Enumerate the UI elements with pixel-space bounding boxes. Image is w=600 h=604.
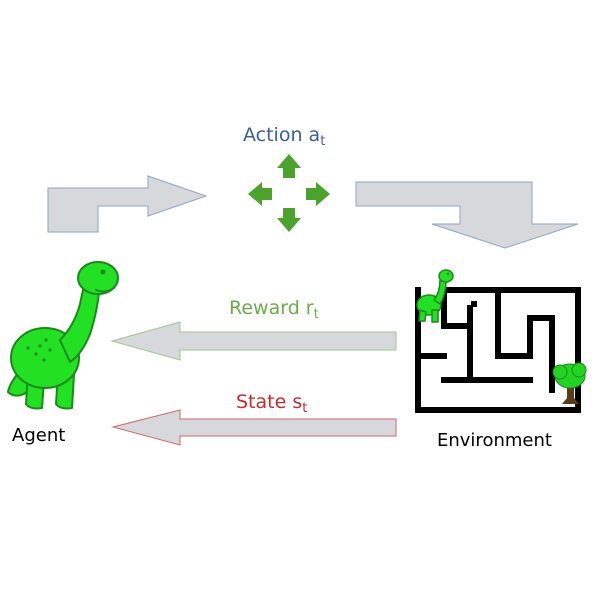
state-label-subscript: t	[302, 401, 308, 416]
tree-trunk	[567, 380, 574, 404]
dinosaur-icon	[7, 261, 119, 410]
action-label-subscript: t	[320, 134, 326, 149]
tree-roots	[562, 398, 579, 404]
tree-icon	[552, 362, 587, 404]
environment-label: Environment	[437, 430, 552, 451]
state-label: State st	[236, 391, 308, 416]
reward-label-text: Reward r	[229, 297, 314, 319]
small-dinosaur-icon	[416, 269, 454, 323]
state-arrow	[111, 409, 397, 446]
maze-walls	[415, 287, 581, 413]
action-label: Action at	[243, 124, 326, 149]
reward-arrow	[110, 321, 397, 361]
action-label-text: Action a	[243, 124, 321, 146]
move-arrows-icon	[248, 154, 330, 232]
reward-label: Reward rt	[229, 297, 319, 322]
reward-label-subscript: t	[313, 307, 319, 322]
action-output-arrow	[355, 181, 579, 249]
agent-label: Agent	[12, 425, 66, 446]
action-input-arrow	[47, 175, 208, 233]
maze-icon	[415, 287, 581, 413]
state-label-text: State s	[236, 391, 303, 413]
